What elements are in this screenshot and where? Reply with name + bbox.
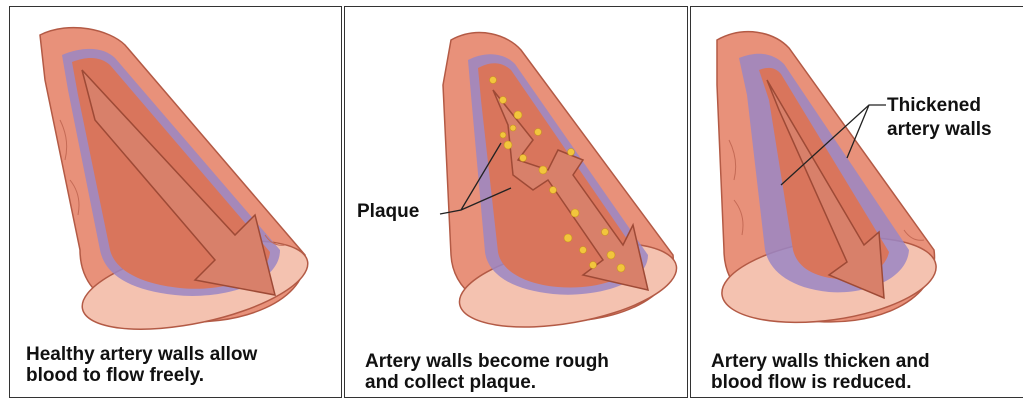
plaque-label: Plaque [357,202,419,222]
caption-line-2: blood to flow freely. [26,365,257,386]
caption: Artery walls thicken and blood flow is r… [711,351,930,393]
caption-line-2: and collect plaque. [365,372,609,393]
caption: Artery walls become rough and collect pl… [365,351,609,393]
caption-line-1: Artery walls become rough [365,351,609,372]
panel-plaque-artery: Plaque Artery walls become rough and col… [343,0,689,404]
caption: Healthy artery walls allow blood to flow… [26,344,257,386]
caption-line-2: blood flow is reduced. [711,372,930,393]
panel-healthy-artery: Healthy artery walls allow blood to flow… [0,0,343,404]
thickened-artery-illustration [689,0,1023,404]
thickened-label-line-1: Thickened [887,96,981,116]
thickened-label-line-2: artery walls [887,120,992,140]
panel-thickened-artery: Thickened artery walls Artery walls thic… [689,0,1023,404]
caption-line-1: Artery walls thicken and [711,351,930,372]
caption-line-1: Healthy artery walls allow [26,344,257,365]
